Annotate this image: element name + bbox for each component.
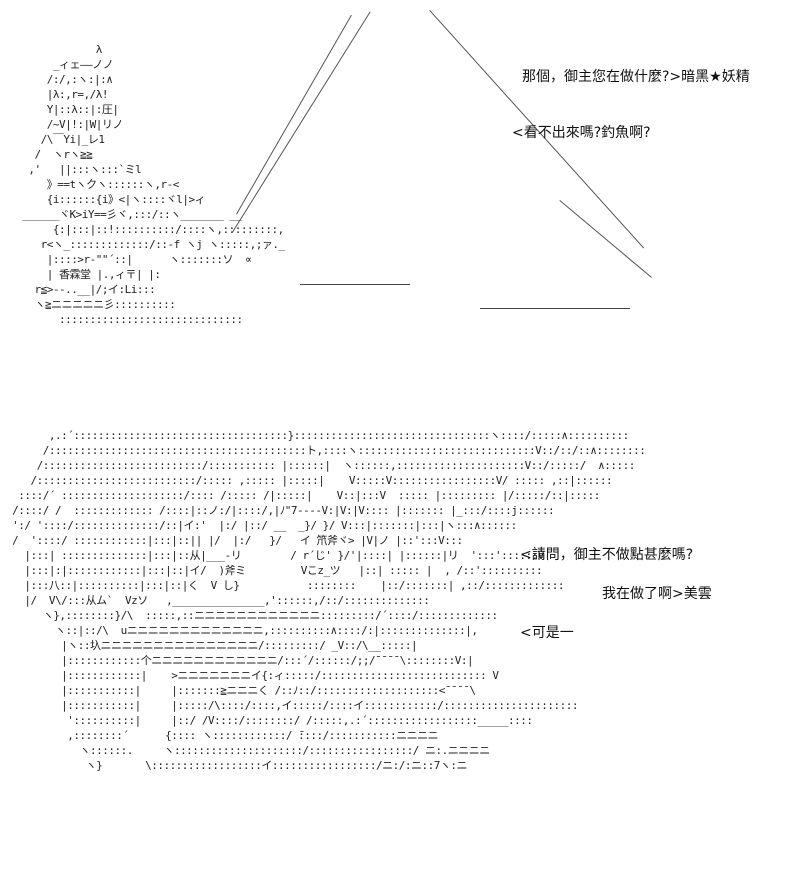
dialog-line-4: 我在做了啊>美雲 <box>602 586 712 602</box>
dialog-line-1: 那個，御主您在做什麼?>暗黑★妖精 <box>522 69 750 85</box>
water-surface-line <box>300 284 410 285</box>
ascii-art-bottom-figure: ,.:´:::::::::::::::::::::::::::::::::::}… <box>12 429 646 772</box>
water-surface-line-2 <box>480 308 630 309</box>
dialog-line-3: <請問，御主不做點甚麼嗎? <box>520 547 694 563</box>
ascii-art-top-figure: λ _ィェ――ノノ /:/,:ヽ:|:∧ |λ:,r=,/λ! Y|::λ::|… <box>22 43 285 326</box>
dialog-line-2: <看不出來嗎?釣魚啊? <box>512 125 651 141</box>
dialog-line-5: <可是一 <box>520 625 574 641</box>
fishing-line-2 <box>559 200 652 278</box>
